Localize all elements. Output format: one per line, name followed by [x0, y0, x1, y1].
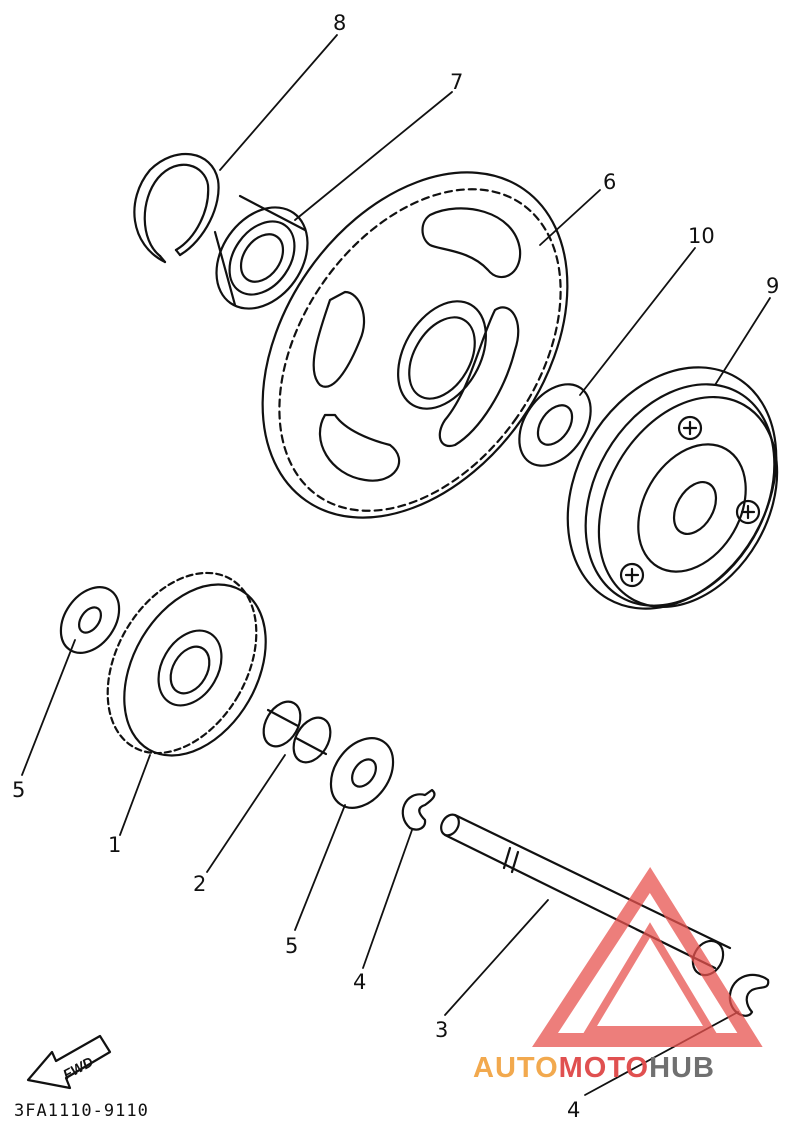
circlip-part-8	[133, 152, 220, 264]
bearing-collar-part-2	[262, 700, 332, 764]
callout-4-upper: 4	[353, 970, 367, 994]
e-clip-part-4-lower	[728, 973, 770, 1017]
watermark-brand: AUTOMOTOHUB	[473, 1052, 715, 1085]
callout-10: 10	[688, 224, 715, 248]
watermark-part-moto: MOTO	[558, 1052, 650, 1084]
callout-9: 9	[766, 274, 780, 298]
e-clip-part-4-upper	[401, 788, 436, 831]
callout-2: 2	[193, 872, 207, 896]
starter-wheel-gear-part-6	[261, 171, 569, 519]
watermark-part-hub: HUB	[649, 1052, 715, 1084]
callout-7: 7	[450, 70, 464, 94]
washer-part-10	[518, 383, 592, 467]
callout-3: 3	[435, 1018, 449, 1042]
callout-5-upper: 5	[12, 778, 26, 802]
callout-8: 8	[333, 11, 347, 35]
callout-4-lower: 4	[567, 1098, 581, 1122]
starter-clutch-part-9	[566, 366, 779, 610]
washer-part-5-upper	[59, 586, 121, 654]
callout-1: 1	[108, 833, 122, 857]
callout-6: 6	[603, 170, 617, 194]
leader-lines	[21, 34, 771, 1096]
shaft-part-3	[440, 813, 732, 977]
diagram-code: 3FA1110-9110	[14, 1101, 149, 1121]
watermark-logo-icon	[532, 867, 763, 1047]
idle-gear-part-1	[106, 571, 267, 757]
washer-part-5-middle	[329, 737, 395, 809]
fwd-arrow-icon	[26, 1034, 112, 1090]
watermark-part-auto: AUTO	[473, 1052, 559, 1084]
callout-5-middle: 5	[285, 934, 299, 958]
bearing-part-7	[213, 194, 309, 310]
